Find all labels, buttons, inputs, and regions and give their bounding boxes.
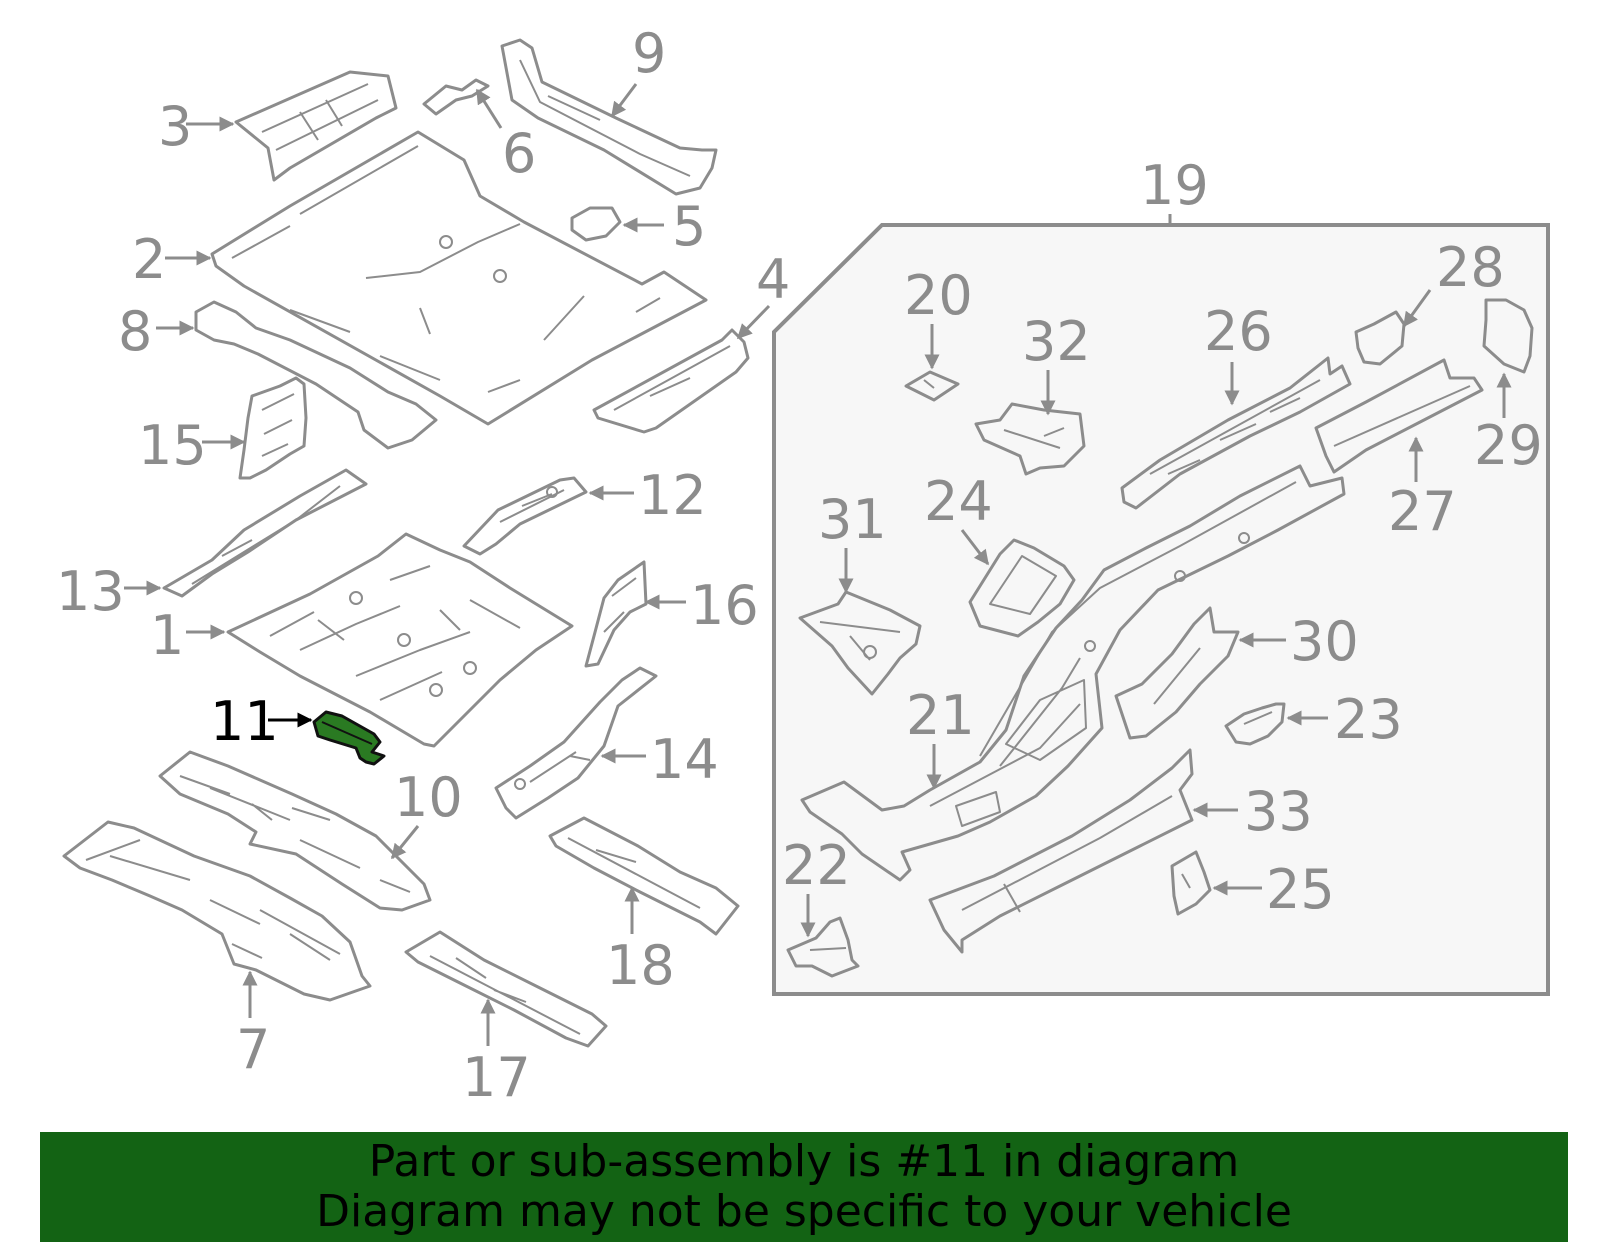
- part-21[interactable]: [800, 464, 1346, 882]
- callout-14: 14: [650, 728, 719, 791]
- part-18[interactable]: [548, 816, 740, 936]
- part-15[interactable]: [238, 376, 308, 480]
- part-29[interactable]: [1482, 298, 1534, 374]
- part-30[interactable]: [1114, 606, 1240, 740]
- callout-10: 10: [394, 766, 463, 829]
- callout-29: 29: [1474, 414, 1543, 477]
- callout-6: 6: [502, 122, 536, 185]
- banner-line-1: Part or sub-assembly is #11 in diagram: [368, 1136, 1240, 1187]
- leaders: [124, 83, 1512, 1046]
- part-24[interactable]: [968, 538, 1076, 638]
- part-1[interactable]: [226, 532, 574, 748]
- callout-21: 21: [906, 684, 975, 747]
- callout-26: 26: [1204, 300, 1273, 363]
- callout-20: 20: [904, 264, 973, 327]
- part-9[interactable]: [500, 38, 718, 196]
- callout-23: 23: [1334, 688, 1403, 751]
- callouts: 3 6 9 5 2 4 8 15 12 13 1 16 11 14 10 18 …: [56, 22, 1543, 1109]
- part-26[interactable]: [1120, 356, 1352, 510]
- callout-12: 12: [638, 464, 707, 527]
- callout-25: 25: [1266, 858, 1335, 921]
- callout-2: 2: [132, 228, 166, 291]
- info-banner: Part or sub-assembly is #11 in diagram D…: [40, 1132, 1568, 1242]
- callout-11-highlighted: 11: [210, 690, 279, 753]
- callout-27: 27: [1388, 480, 1457, 543]
- part-3[interactable]: [234, 70, 398, 182]
- part-33[interactable]: [928, 748, 1194, 954]
- callout-33: 33: [1244, 780, 1313, 843]
- part-23[interactable]: [1224, 702, 1286, 746]
- part-32[interactable]: [974, 402, 1086, 476]
- callout-24: 24: [924, 470, 993, 533]
- part-16[interactable]: [584, 560, 648, 668]
- part-7[interactable]: [62, 820, 372, 1002]
- callout-18: 18: [606, 934, 675, 997]
- part-10[interactable]: [158, 750, 432, 912]
- part-8[interactable]: [194, 300, 438, 450]
- callout-32: 32: [1022, 310, 1091, 373]
- callout-19: 19: [1140, 154, 1209, 217]
- callout-5: 5: [672, 195, 706, 258]
- part-20[interactable]: [904, 370, 960, 402]
- callout-22: 22: [782, 834, 851, 897]
- callout-3: 3: [158, 95, 192, 158]
- callout-17: 17: [462, 1046, 531, 1109]
- callout-15: 15: [138, 414, 207, 477]
- part-12[interactable]: [462, 476, 588, 556]
- part-28[interactable]: [1354, 310, 1406, 366]
- part-5[interactable]: [570, 206, 622, 242]
- part-25[interactable]: [1170, 850, 1212, 916]
- part-22[interactable]: [786, 916, 860, 978]
- callout-1: 1: [150, 604, 184, 667]
- callout-30: 30: [1290, 610, 1359, 673]
- callout-13: 13: [56, 560, 125, 623]
- banner-line-2: Diagram may not be specific to your vehi…: [316, 1186, 1292, 1237]
- callout-4: 4: [756, 248, 790, 311]
- callout-16: 16: [690, 574, 759, 637]
- part-17[interactable]: [404, 930, 608, 1048]
- callout-9: 9: [632, 22, 666, 85]
- part-11-highlighted[interactable]: [312, 710, 386, 766]
- part-2[interactable]: [210, 130, 708, 426]
- callout-8: 8: [118, 300, 152, 363]
- part-27[interactable]: [1314, 358, 1484, 474]
- callout-7: 7: [236, 1018, 270, 1081]
- part-31[interactable]: [798, 590, 922, 696]
- part-14[interactable]: [494, 666, 658, 820]
- callout-28: 28: [1436, 236, 1505, 299]
- part-13[interactable]: [162, 468, 368, 598]
- callout-31: 31: [818, 488, 887, 551]
- part-6[interactable]: [422, 78, 490, 116]
- part-4[interactable]: [592, 328, 750, 434]
